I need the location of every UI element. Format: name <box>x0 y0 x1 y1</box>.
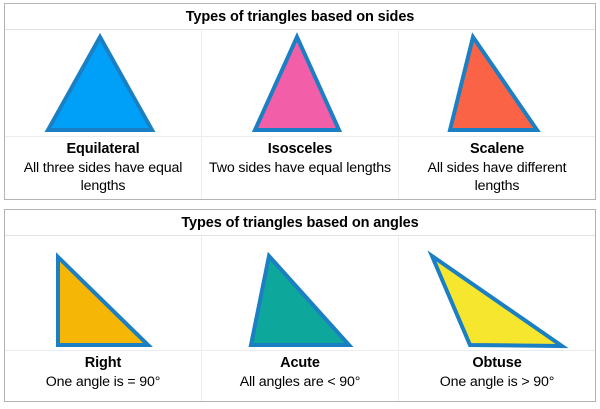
caption-acute: Acute All angles are < 90° <box>201 351 398 401</box>
isosceles-triangle-shape <box>251 32 343 132</box>
figure-cell-scalene <box>398 30 595 136</box>
description-acute: All angles are < 90° <box>239 374 361 390</box>
label-equilateral: Equilateral <box>66 141 140 157</box>
description-equilateral: All three sides have equal lengths <box>23 160 183 194</box>
panel-types-by-sides: Types of triangles based on sides Equil <box>4 3 596 200</box>
captions-row-angles: Right One angle is = 90° Acute All angle… <box>5 351 595 401</box>
label-scalene: Scalene <box>469 141 525 157</box>
scalene-triangle-shape <box>447 32 541 132</box>
caption-scalene: Scalene All sides have different lengths <box>398 137 595 199</box>
caption-isosceles: Isosceles Two sides have equal lengths <box>201 137 398 199</box>
label-acute: Acute <box>280 355 320 371</box>
panel-types-by-angles: Types of triangles based on angles Righ <box>4 209 596 402</box>
caption-obtuse: Obtuse One angle is > 90° <box>398 351 595 401</box>
label-right: Right <box>84 355 122 371</box>
acute-triangle-shape <box>248 251 354 347</box>
obtuse-triangle-shape <box>427 250 569 349</box>
label-isosceles: Isosceles <box>267 141 333 157</box>
captions-row-sides: Equilateral All three sides have equal l… <box>5 137 595 199</box>
caption-right: Right One angle is = 90° <box>5 351 201 401</box>
figure-cell-obtuse <box>398 236 595 350</box>
figure-cell-isosceles <box>201 30 398 136</box>
label-obtuse: Obtuse <box>472 355 522 371</box>
figure-cell-right <box>5 236 201 350</box>
description-scalene: All sides have different lengths <box>427 160 567 194</box>
description-obtuse: One angle is > 90° <box>439 374 555 390</box>
figure-cell-acute <box>201 236 398 350</box>
description-isosceles: Two sides have equal lengths <box>209 160 391 176</box>
right-triangle-shape <box>56 252 153 347</box>
equilateral-triangle-shape <box>44 32 156 132</box>
panel-header-angles: Types of triangles based on angles <box>5 210 595 236</box>
figures-row-angles <box>5 236 595 351</box>
description-right: One angle is = 90° <box>45 374 161 390</box>
figures-row-sides <box>5 30 595 137</box>
figure-cell-equilateral <box>5 30 201 136</box>
caption-equilateral: Equilateral All three sides have equal l… <box>5 137 201 199</box>
panel-header-sides: Types of triangles based on sides <box>5 4 595 30</box>
